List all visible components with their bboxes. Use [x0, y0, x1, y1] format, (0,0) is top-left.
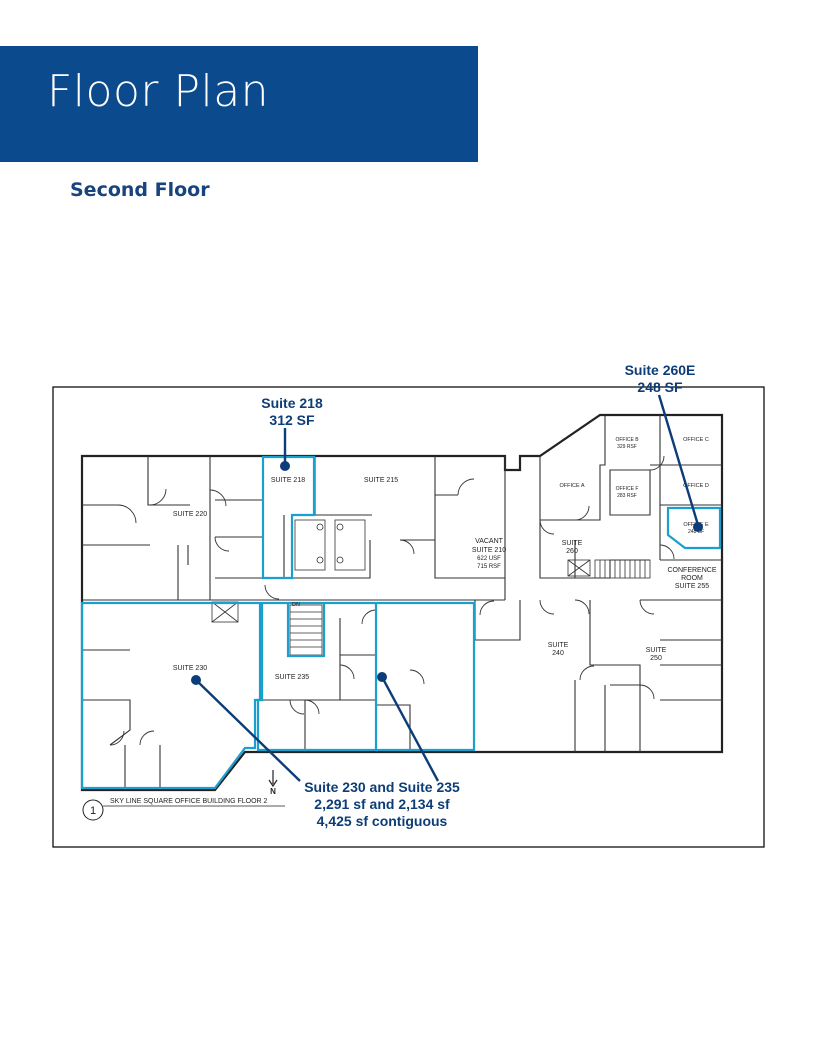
room-label-conference: CONFERENCE: [667, 567, 716, 574]
room-label-suite-220: SUITE 220: [173, 511, 207, 518]
room-label-622-usf: 622 USF: [477, 556, 501, 562]
callout-suite-260e-size: 248 SF: [637, 379, 683, 395]
stair-dn-label: DN: [292, 602, 300, 608]
suite-235-marker: [377, 672, 387, 682]
room-label-suite-240-a: SUITE: [548, 642, 569, 649]
highlighted-suites: [80, 455, 722, 790]
drawing-number: 1: [90, 805, 96, 817]
title-banner: Floor Plan: [0, 46, 478, 162]
exterior-walls: [80, 413, 724, 792]
north-arrow: N: [268, 770, 278, 796]
suite-260e-marker: [693, 522, 703, 532]
callout-suite-230-235-name: Suite 230 and Suite 235: [304, 779, 460, 795]
suite-235-stair-notch: [286, 603, 326, 658]
suite-230-outline: [80, 601, 262, 790]
room-label-suite-215: SUITE 215: [364, 477, 398, 484]
callout-leaders: [195, 394, 700, 782]
drawing-title-block: 1 SKY LINE SQUARE OFFICE BUILDING FLOOR …: [82, 798, 285, 821]
door-swings: [109, 455, 675, 746]
suite-218-outline: [261, 455, 316, 580]
room-label-vacant: VACANT: [475, 538, 504, 545]
drawing-number-circle: [82, 799, 104, 821]
suite-218-marker: [280, 461, 290, 471]
room-label-suite-250-b: 250: [650, 655, 662, 662]
room-label-715-rsf: 715 RSF: [477, 564, 501, 570]
stairs: [211, 559, 651, 656]
drawing-title: SKY LINE SQUARE OFFICE BUILDING FLOOR 2: [110, 798, 268, 805]
page-title: Floor Plan: [47, 66, 270, 117]
suite-230-marker: [191, 675, 201, 685]
room-label-room: ROOM: [681, 575, 703, 582]
north-label: N: [270, 787, 276, 796]
floor-subtitle: Second Floor: [70, 179, 210, 201]
room-label-suite-250-a: SUITE: [646, 647, 667, 654]
suite-235-outline: [256, 601, 476, 752]
room-label-suite-210: SUITE 210: [472, 547, 506, 554]
room-label-office-d: OFFICE D: [683, 483, 709, 489]
room-label-office-c: OFFICE C: [683, 437, 709, 443]
room-label-office-e-sf: 248 SF: [688, 529, 704, 535]
room-label-suite-260-a: SUITE: [562, 540, 583, 547]
plan-frame: [52, 386, 765, 848]
callout-suite-230-235-total: 4,425 sf contiguous: [317, 813, 448, 829]
room-label-suite-260-b: 260: [566, 548, 578, 555]
room-label-office-b: OFFICE B: [615, 437, 639, 443]
room-label-office-a: OFFICE A: [559, 483, 584, 489]
room-label-suite-230: SUITE 230: [173, 665, 207, 672]
room-label-office-b-rsf: 329 RSF: [617, 444, 637, 450]
callout-dots: [191, 461, 703, 685]
callout-suite-260e-name: Suite 260E: [625, 362, 696, 378]
suite-260e-outline: [666, 506, 722, 550]
room-label-suite-235: SUITE 235: [275, 674, 309, 681]
callout-suite-218-size: 312 SF: [269, 412, 315, 428]
room-label-suite-255: SUITE 255: [675, 583, 709, 590]
callout-suite-230-235-size: 2,291 sf and 2,134 sf: [314, 796, 450, 812]
callout-suite-218-name: Suite 218: [261, 395, 323, 411]
restroom-fixtures: [294, 519, 366, 571]
room-label-suite-218: SUITE 218: [271, 477, 305, 484]
room-label-office-f-rsf: 283 RSF: [617, 493, 637, 499]
north-arrow-icon: [268, 770, 278, 788]
room-label-office-f: OFFICE F: [616, 486, 639, 492]
room-label-suite-240-b: 240: [552, 650, 564, 657]
